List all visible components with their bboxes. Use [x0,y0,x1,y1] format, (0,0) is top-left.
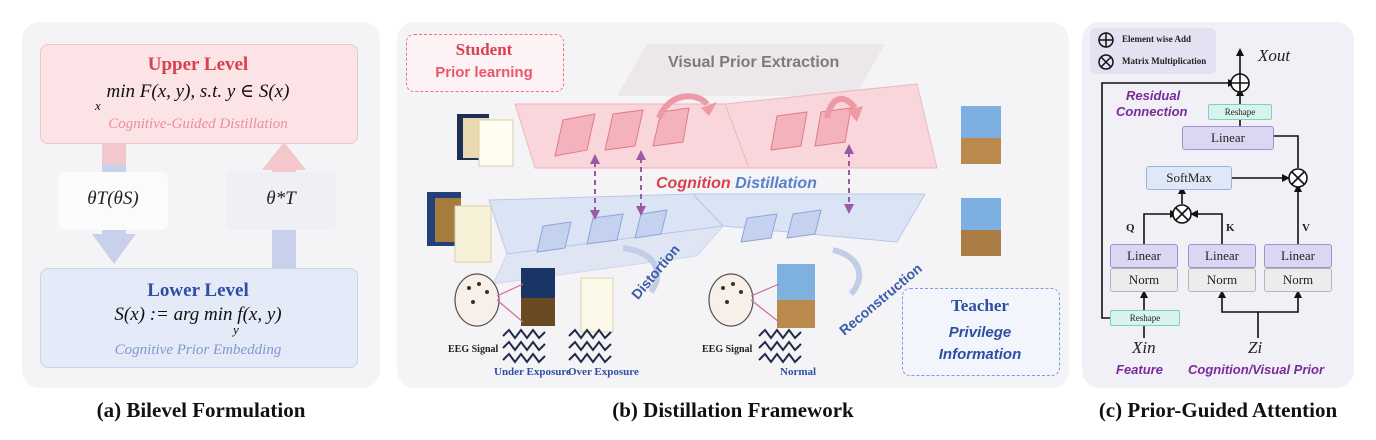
linear-top-box: Linear [1182,126,1274,150]
upper-level-subtitle: Cognitive-Guided Distillation [108,116,288,132]
linear-v-box: Linear [1264,244,1332,268]
linear-q-box: Linear [1110,244,1178,268]
upper-level-box [40,44,358,144]
over-exposure-label: Over Exposure [568,366,639,378]
residual-label-1: Residual [1126,88,1181,103]
student-title: Student [455,40,513,59]
upper-level-formula: min F(x, y), s.t. y ∈ S(x) [106,81,290,102]
z-i-label: Zi [1248,338,1263,357]
cognition-prior-label: Cognition/Visual Prior [1188,362,1325,377]
upper-level-title: Upper Level [147,54,249,75]
v-label: V [1302,222,1310,234]
legend-mul-label: Matrix Multiplication [1122,56,1207,66]
lower-min-subscript: y [233,322,239,337]
legend-add-label: Element wise Add [1122,34,1192,44]
lower-level-subtitle: Cognitive Prior Embedding [114,342,282,358]
image-thumbnails [427,106,1001,333]
feature-label: Feature [1116,362,1163,377]
teacher-sub1: Privilege [948,324,1012,341]
student-box [406,34,564,92]
teacher-sub2: Information [938,346,1022,363]
left-param-label: θT(θS) [87,188,139,209]
lower-level-box [40,268,358,368]
lower-level-title: Lower Level [147,280,249,301]
caption-b: (b) Distillation Framework [612,398,854,422]
caption-c: (c) Prior-Guided Attention [1098,398,1338,422]
norm-v-box: Norm [1264,268,1332,292]
cognition-distillation-label: Cognition Distillation [656,175,817,192]
eeg-label-1: EEG Signal [448,344,499,355]
k-label: K [1226,222,1235,234]
norm-q-box: Norm [1110,268,1178,292]
visual-prior-label: Visual Prior Extraction [668,54,840,71]
residual-label-2: Connection [1116,104,1188,119]
q-label: Q [1126,222,1135,234]
reshape-bottom-box: Reshape [1110,310,1180,326]
teacher-box [902,288,1060,376]
normal-label: Normal [780,366,817,378]
x-out-label: Xout [1258,46,1291,65]
eeg-heads [454,273,754,327]
lower-level-formula: S(x) := arg min f(x, y) [114,304,282,325]
linear-k-box: Linear [1188,244,1256,268]
x-in-label: Xin [1132,338,1156,357]
attention-wires [1101,48,1308,338]
upper-min-subscript: x [95,98,101,113]
teacher-title: Teacher [951,296,1009,315]
right-param-label: θ*T [266,188,296,209]
legend-symbols [1098,32,1114,70]
under-exposure-label: Under Exposure [494,366,571,378]
norm-k-box: Norm [1188,268,1256,292]
student-subtitle: Prior learning [435,64,533,81]
eeg-label-2: EEG Signal [702,344,753,355]
left-param-box [58,172,168,230]
reshape-top-box: Reshape [1208,104,1272,120]
right-param-box [226,172,336,230]
softmax-box: SoftMax [1146,166,1232,190]
distillation-graphic [427,44,1001,364]
caption-a: (a) Bilevel Formulation [96,398,306,422]
